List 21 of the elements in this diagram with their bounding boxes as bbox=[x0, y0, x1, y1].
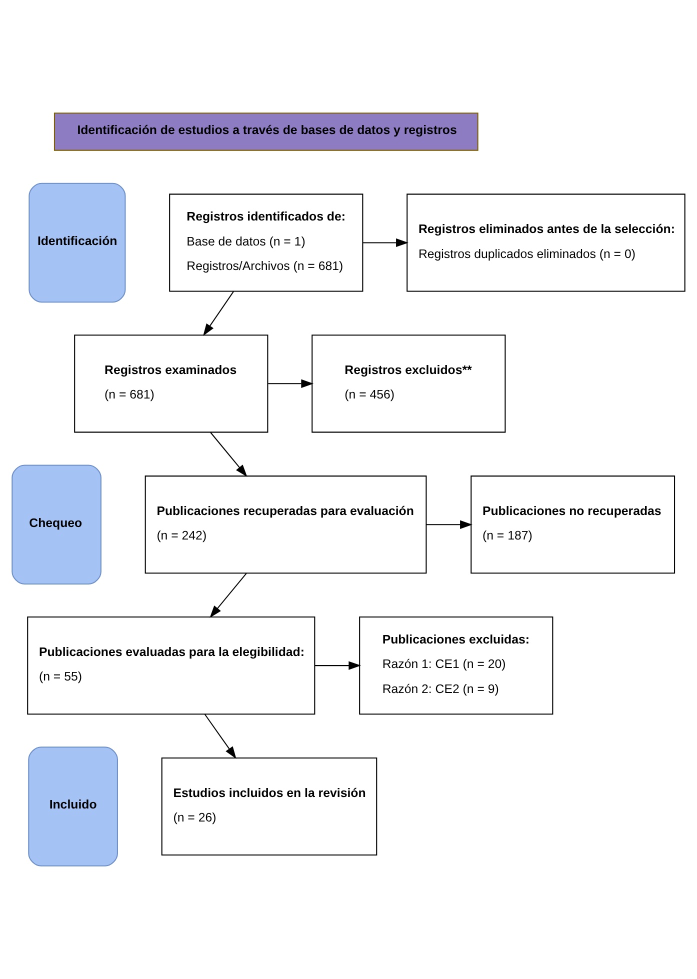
arrow bbox=[204, 714, 236, 759]
node-box: Publicaciones no recuperadas (n = 187) bbox=[470, 476, 676, 574]
node-box: Estudios incluidos en la revisión (n = 26) bbox=[161, 757, 378, 856]
node-box: Identificación bbox=[28, 182, 126, 303]
arrow bbox=[203, 291, 234, 336]
node-box: Publicaciones excluidas: Razón 1: CE1 (n = 20) Razón 2: CE2 (n = 9) bbox=[359, 616, 554, 715]
node-box: Identificación de estudios a través de bases de datos y registros bbox=[54, 112, 478, 151]
arrow bbox=[314, 661, 362, 670]
node-box: Registros eliminados antes de la selección: Registros duplicados eliminados (n = 0) bbox=[406, 194, 686, 292]
node-box: Registros excluidos** (n = 456) bbox=[312, 334, 506, 433]
arrow bbox=[268, 379, 314, 388]
node-box: Incluido bbox=[28, 746, 118, 866]
arrow bbox=[426, 520, 472, 529]
node-box: Chequeo bbox=[12, 464, 102, 584]
arrow bbox=[210, 573, 247, 618]
node-box: Publicaciones evaluadas para la elegibilidad: (n = 55) bbox=[27, 616, 316, 715]
node-box: Publicaciones recuperadas para evaluación (n = 242) bbox=[144, 476, 427, 574]
node-box: Registros examinados (n = 681) bbox=[74, 334, 268, 433]
arrow bbox=[210, 432, 248, 477]
arrow bbox=[362, 238, 408, 248]
node-box: Registros identificados de: Base de datos (n = 1) Registros/Archivos (n = 681) bbox=[169, 194, 364, 292]
